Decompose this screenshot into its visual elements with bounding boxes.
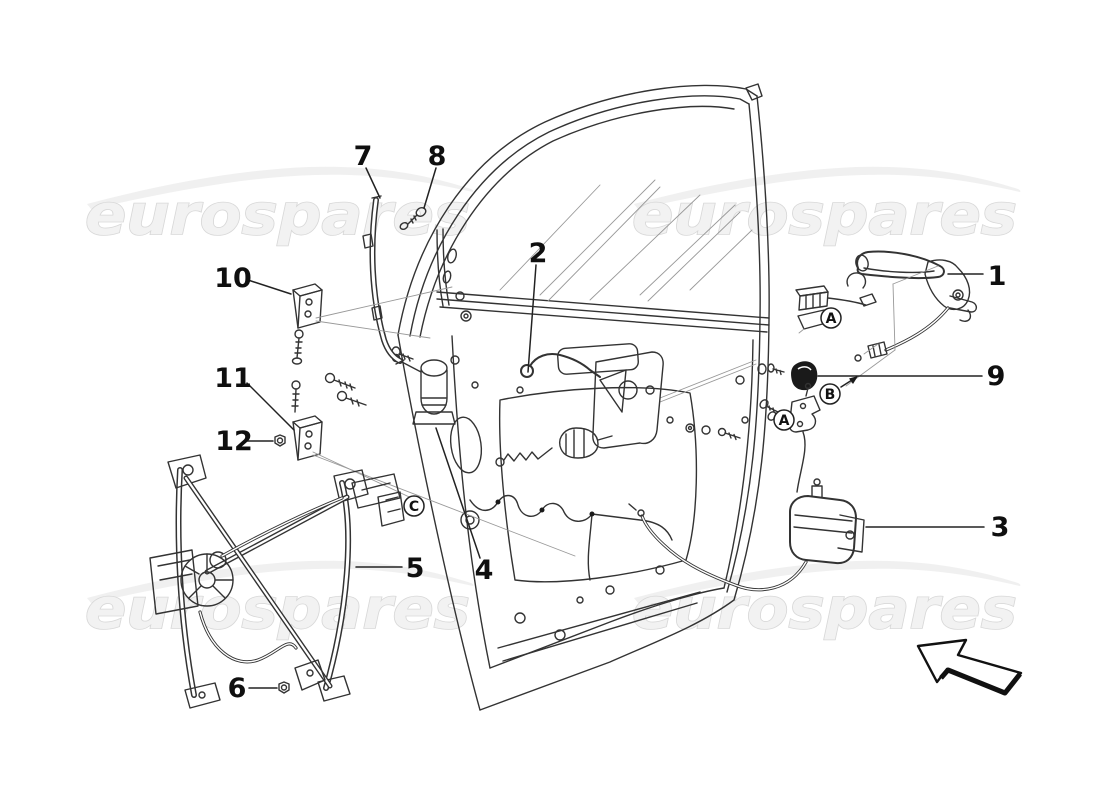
part-label-11: 11	[214, 363, 252, 394]
hinge-bracket-upper	[291, 283, 323, 365]
part-label-6: 6	[228, 673, 247, 704]
hinge-nut	[274, 434, 286, 447]
part-label-5: 5	[406, 553, 425, 584]
ref-circle-a2	[773, 409, 795, 431]
watermark-text: eurospares	[632, 577, 1017, 642]
ref-circle-c	[403, 495, 425, 517]
watermark-text: eurospares	[85, 183, 470, 248]
part-label-8: 8	[428, 141, 447, 172]
part-label-1: 1	[988, 261, 1007, 292]
watermark-top-right: eurospares	[631, 166, 1021, 249]
part-label-9: 9	[987, 361, 1006, 392]
part-label-3: 3	[991, 512, 1010, 543]
rod-bracket-hardware	[759, 382, 821, 433]
ref-circle-b	[819, 383, 841, 405]
part-label-12: 12	[215, 426, 253, 457]
interior-handle-mechanism	[495, 351, 664, 467]
ref-letter-b: B	[825, 387, 836, 403]
part-label-2: 2	[529, 238, 548, 269]
door-check	[391, 353, 456, 425]
channel-screw	[399, 207, 427, 230]
leader-lines	[246, 167, 985, 689]
watermark-bottom-right: eurospares	[631, 560, 1021, 643]
ref-letter-c: C	[409, 499, 419, 515]
watermark-text: eurospares	[632, 183, 1017, 248]
reference-letters: A B A C	[403, 307, 842, 517]
door-lock-actuator	[628, 431, 865, 592]
lock-knob	[757, 361, 818, 391]
watermark-top-left: eurospares	[84, 166, 474, 249]
part-label-10: 10	[214, 263, 252, 294]
door-shell	[397, 83, 770, 711]
part-labels: 1 2 3 4 5 6 7 8 9 10 11 12	[214, 141, 1009, 704]
part-label-4: 4	[475, 555, 494, 586]
direction-arrow-icon	[916, 638, 1023, 696]
ref-circle-a1	[820, 307, 842, 329]
window-regulator	[149, 454, 405, 709]
ref-letter-a1: A	[826, 311, 837, 327]
hinge-bracket-lower	[291, 380, 323, 461]
ref-letter-a2: A	[779, 413, 790, 429]
part-label-7: 7	[354, 141, 373, 172]
hinge-bolts	[324, 346, 414, 407]
